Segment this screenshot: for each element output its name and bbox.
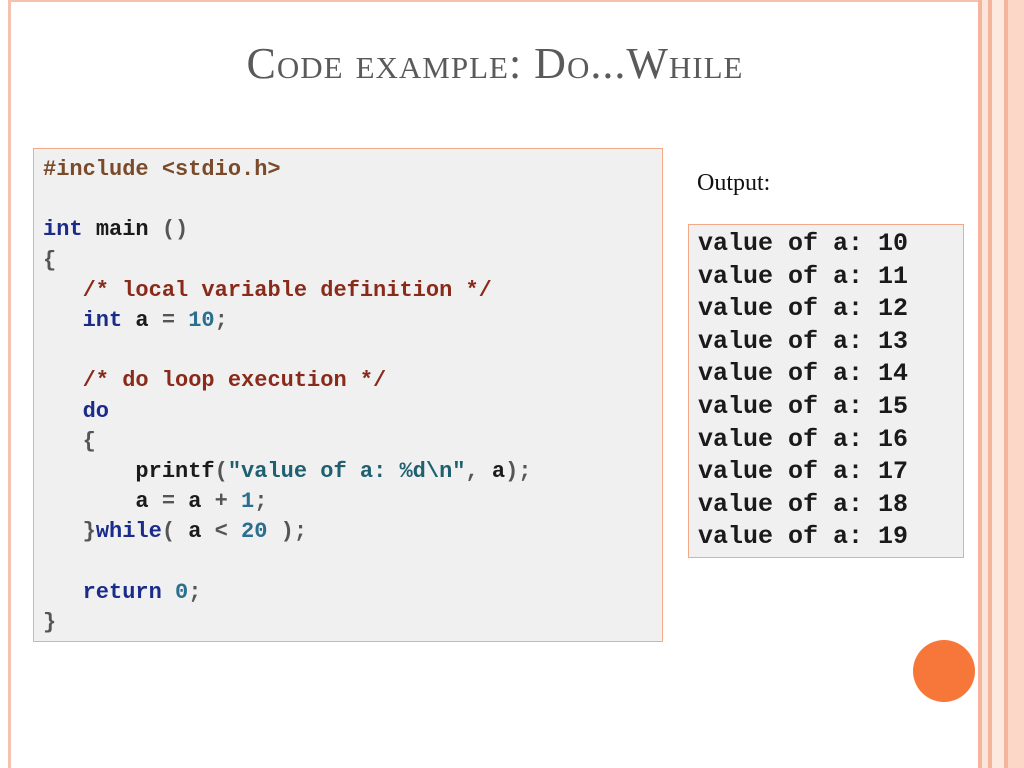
code-line: a = a + 1; (135, 489, 268, 515)
code-line: printf("value of a: %d\n", a); (135, 459, 532, 485)
slide-left-border (8, 0, 11, 768)
code-panel: #include <stdio.h>​int main (){ /* local… (33, 148, 663, 642)
slide-top-border (8, 0, 980, 2)
code-line: }while( a < 20 ); (82, 519, 308, 545)
output-line: value of a: 15 (698, 391, 909, 421)
code-line: do (82, 398, 110, 424)
code-line: { (43, 247, 57, 273)
code-line: ​ (43, 185, 532, 215)
code-line: #include <stdio.h> (43, 157, 281, 182)
code-line: int a = 10; (82, 308, 228, 334)
output-line: value of a: 13 (698, 326, 909, 356)
output-line: value of a: 16 (698, 424, 909, 454)
code-line: ​ (43, 336, 532, 366)
output-line: value of a: 18 (698, 489, 909, 519)
output-line: value of a: 17 (698, 457, 909, 487)
output-line: value of a: 12 (698, 294, 909, 324)
output-line: value of a: 14 (698, 359, 909, 389)
decorative-circle (913, 640, 975, 702)
code-line: ​ (43, 548, 532, 578)
output-line: value of a: 10 (698, 229, 909, 258)
code-line: /* do loop execution */ (82, 368, 387, 394)
code-listing: #include <stdio.h>​int main (){ /* local… (43, 155, 532, 638)
code-line: } (43, 610, 57, 636)
output-label: Output: (697, 170, 771, 196)
code-line: int main () (43, 217, 189, 243)
slide-title: Code example: Do...While (246, 39, 744, 88)
output-line: value of a: 19 (698, 522, 909, 552)
code-line: return 0; (82, 579, 202, 605)
decorative-stripes (978, 0, 1024, 768)
code-line: /* local variable definition */ (82, 277, 492, 303)
code-line: { (82, 428, 96, 454)
output-line: value of a: 11 (698, 261, 909, 291)
